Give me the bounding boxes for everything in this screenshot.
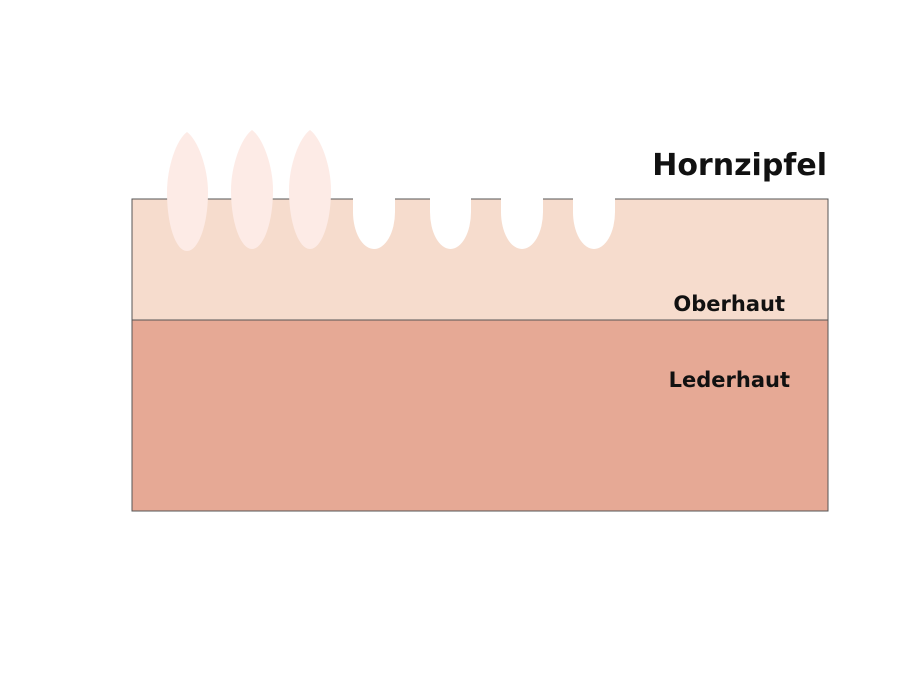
follicle-pit [430, 198, 471, 249]
horn-tip [231, 130, 273, 249]
lederhaut-layer [131, 319, 829, 512]
horn-tip [167, 132, 208, 251]
oberhaut-label: Oberhaut [673, 292, 785, 316]
horn-tips [167, 130, 331, 251]
follicle-pits [353, 198, 615, 249]
follicle-pit [573, 198, 615, 249]
lederhaut-label: Lederhaut [669, 368, 790, 392]
follicle-pit [501, 198, 543, 249]
horn-tip [289, 130, 331, 249]
hornzipfel-label: Hornzipfel [652, 148, 827, 183]
follicle-pit [353, 198, 395, 249]
